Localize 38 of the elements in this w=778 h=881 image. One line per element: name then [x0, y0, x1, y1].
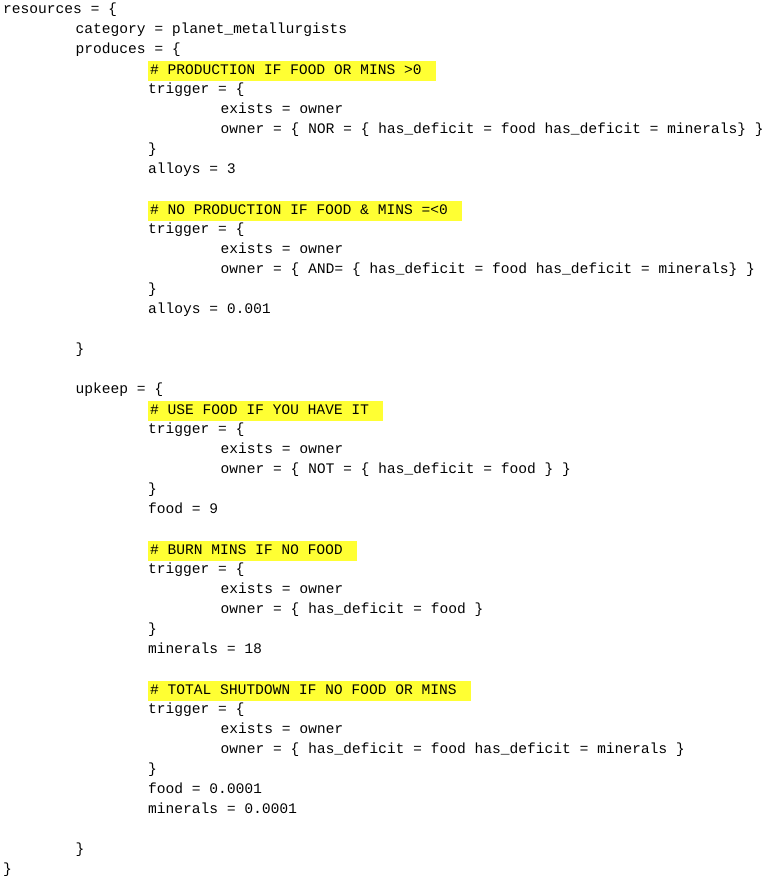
highlighted-comment: # BURN MINS IF NO FOOD	[148, 541, 357, 561]
code-line: food = 9	[148, 501, 218, 519]
code-line: produces = {	[76, 41, 181, 59]
highlighted-comment: # PRODUCTION IF FOOD OR MINS >0	[148, 61, 436, 81]
code-line: }	[148, 281, 157, 299]
code-line: }	[148, 141, 157, 159]
code-line: trigger = {	[148, 221, 244, 239]
code-line: category = planet_metallurgists	[76, 21, 347, 39]
code-line: exists = owner	[220, 721, 344, 739]
highlighted-comment: # NO PRODUCTION IF FOOD & MINS =<0	[148, 201, 462, 221]
code-line: trigger = {	[148, 561, 244, 579]
code-line: minerals = 0.0001	[148, 801, 297, 819]
code-line: trigger = {	[148, 701, 244, 719]
code-line: }	[76, 841, 84, 859]
highlighted-comment: # USE FOOD IF YOU HAVE IT	[148, 401, 383, 421]
code-line: }	[76, 341, 84, 359]
code-line: }	[3, 861, 12, 879]
code-line: }	[148, 481, 157, 499]
code-line: owner = { has_deficit = food has_deficit = minerals }	[220, 741, 685, 759]
highlighted-comment: # TOTAL SHUTDOWN IF NO FOOD OR MINS	[148, 681, 471, 701]
code-line: food = 0.0001	[148, 781, 262, 799]
code-line: alloys = 0.001	[148, 301, 271, 319]
code-line: exists = owner	[220, 101, 344, 119]
code-line: upkeep = {	[76, 381, 164, 399]
code-line: owner = { NOR = { has_deficit = food has_deficit = minerals} }	[220, 121, 764, 139]
code-line: }	[148, 621, 157, 639]
code-line: owner = { has_deficit = food }	[220, 601, 484, 619]
code-line: exists = owner	[220, 241, 344, 259]
code-line: trigger = {	[148, 81, 244, 99]
code-line: alloys = 3	[148, 161, 236, 179]
code-line: resources = {	[3, 1, 117, 19]
code-line: owner = { AND= { has_deficit = food has_deficit = minerals} }	[220, 261, 755, 279]
code-line: exists = owner	[220, 441, 344, 459]
code-line: owner = { NOT = { has_deficit = food } }	[220, 461, 571, 479]
code-line: trigger = {	[148, 421, 244, 439]
code-line: exists = owner	[220, 581, 344, 599]
code-line: }	[148, 761, 157, 779]
code-line: minerals = 18	[148, 641, 262, 659]
